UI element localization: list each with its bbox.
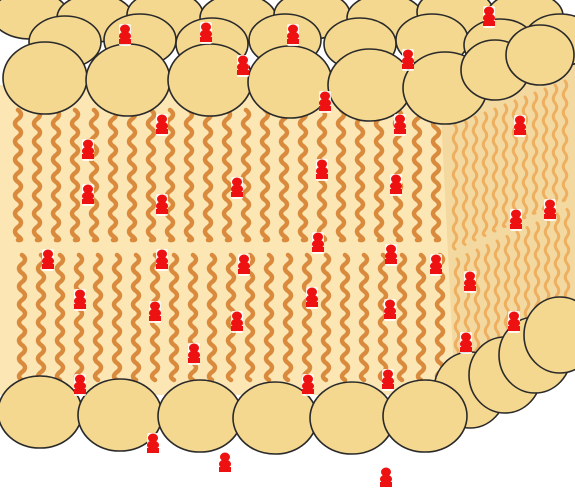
solute-molecule [156, 249, 168, 271]
molecule-base [74, 304, 86, 309]
molecule-base [316, 174, 328, 179]
molecule-base [460, 347, 472, 352]
molecule-base [312, 247, 324, 252]
molecule-base [231, 192, 243, 197]
molecule-base [42, 264, 54, 269]
molecule-base [237, 70, 249, 75]
molecule-base [382, 384, 394, 389]
molecule-base [156, 264, 168, 269]
molecule-base [544, 214, 556, 219]
solute-molecule [464, 271, 476, 293]
solute-molecule [302, 374, 314, 396]
molecule-base [380, 482, 392, 487]
molecule-base [74, 389, 86, 394]
solute-molecule [287, 24, 299, 46]
molecule-base [149, 316, 161, 321]
solute-molecule [237, 55, 249, 77]
molecule-base [200, 37, 212, 42]
molecule-base [231, 326, 243, 331]
solute-molecule [82, 184, 94, 206]
solute-molecule [510, 209, 522, 231]
molecule-base [508, 326, 520, 331]
solute-molecule [119, 24, 131, 46]
solute-molecule [319, 91, 331, 113]
solute-molecule [430, 254, 442, 276]
lipid-head [168, 44, 252, 116]
solute-molecule [382, 369, 394, 391]
molecule-base [156, 129, 168, 134]
solute-molecule [82, 139, 94, 161]
solute-molecule [156, 114, 168, 136]
solute-molecule [460, 332, 472, 354]
solute-molecule [74, 374, 86, 396]
lipid-head [383, 380, 467, 452]
molecule-base [464, 286, 476, 291]
lipid-head [86, 44, 170, 116]
molecule-base [483, 21, 495, 26]
solute-molecule [316, 159, 328, 181]
molecule-base [188, 358, 200, 363]
molecule-base [394, 129, 406, 134]
solute-molecule [42, 249, 54, 271]
lipid-head [328, 49, 412, 121]
solute-molecule [74, 289, 86, 311]
molecule-base [390, 189, 402, 194]
lipid-head [158, 380, 242, 452]
solute-molecule [231, 177, 243, 199]
solute-molecule [384, 299, 396, 321]
solute-molecule [402, 49, 414, 71]
solute-molecule [156, 194, 168, 216]
molecule-base [219, 467, 231, 472]
molecule-base [82, 154, 94, 159]
molecule-base [119, 39, 131, 44]
solute-molecule [483, 6, 495, 28]
molecule-base [510, 224, 522, 229]
molecule-base [82, 199, 94, 204]
lipid-head [0, 376, 82, 448]
solute-molecule [390, 174, 402, 196]
molecule-base [430, 269, 442, 274]
molecule-base [319, 106, 331, 111]
solute-molecule [188, 343, 200, 365]
solute-molecule [394, 114, 406, 136]
molecule-base [287, 39, 299, 44]
solute-molecule [380, 467, 392, 489]
molecule-base [238, 269, 250, 274]
lipid-head [3, 42, 87, 114]
solute-molecule [514, 115, 526, 137]
molecule-base [306, 302, 318, 307]
solute-molecule [312, 232, 324, 254]
solute-molecule [219, 452, 231, 474]
solute-molecule [238, 254, 250, 276]
solute-molecule [306, 287, 318, 309]
molecule-base [514, 130, 526, 135]
solute-molecule [385, 244, 397, 266]
molecule-base [302, 389, 314, 394]
molecule-base [384, 314, 396, 319]
solute-molecule [200, 22, 212, 44]
lipid-head [310, 382, 394, 454]
molecule-base [385, 259, 397, 264]
molecule-base [402, 64, 414, 69]
molecule-base [156, 209, 168, 214]
solute-molecule [147, 433, 159, 455]
molecule-base [147, 448, 159, 453]
lipid-head [506, 25, 574, 85]
solute-molecule [149, 301, 161, 323]
solute-molecule [231, 311, 243, 333]
solute-molecule [508, 311, 520, 333]
solute-molecule [544, 199, 556, 221]
